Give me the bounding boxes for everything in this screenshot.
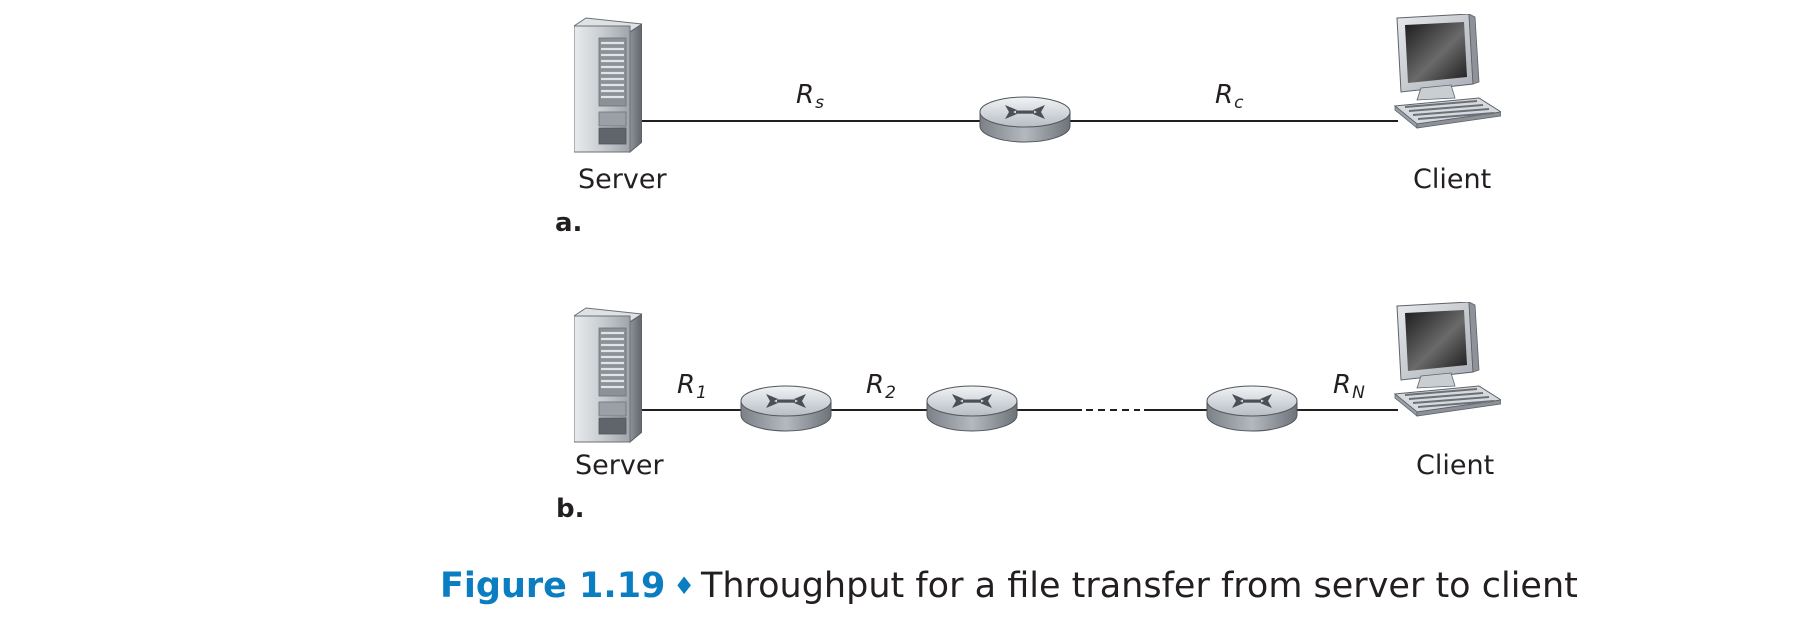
panel-a-label: a.: [555, 208, 583, 238]
server-tower-icon: [574, 306, 642, 444]
rate-label-r1: R1: [677, 370, 707, 403]
figure-caption: Figure 1.19♦Throughput for a file transf…: [440, 566, 1578, 606]
diamond-separator: ♦: [673, 572, 695, 600]
rate-label-rs: Rs: [796, 80, 824, 113]
figure-number: Figure 1.19: [440, 566, 666, 606]
panel-a: [574, 14, 1501, 154]
panel-b-label: b.: [556, 494, 585, 524]
client-label: Client: [1413, 164, 1492, 195]
router-icon: [979, 96, 1071, 143]
rate-label-r2: R2: [866, 370, 896, 403]
router-icon: [1206, 385, 1298, 432]
client-computer-icon: [1394, 302, 1501, 417]
client-computer-icon: [1394, 14, 1501, 129]
server-tower-icon: [574, 16, 642, 154]
server-label: Server: [578, 164, 667, 195]
server-label: Server: [575, 450, 664, 481]
panel-b: [574, 302, 1501, 444]
client-label: Client: [1416, 450, 1495, 481]
rate-label-rc: Rc: [1215, 80, 1244, 113]
rate-label-rn: RN: [1333, 370, 1365, 403]
router-icon: [926, 385, 1018, 432]
caption-text: Throughput for a file transfer from serv…: [700, 566, 1578, 606]
router-icon: [740, 385, 832, 432]
